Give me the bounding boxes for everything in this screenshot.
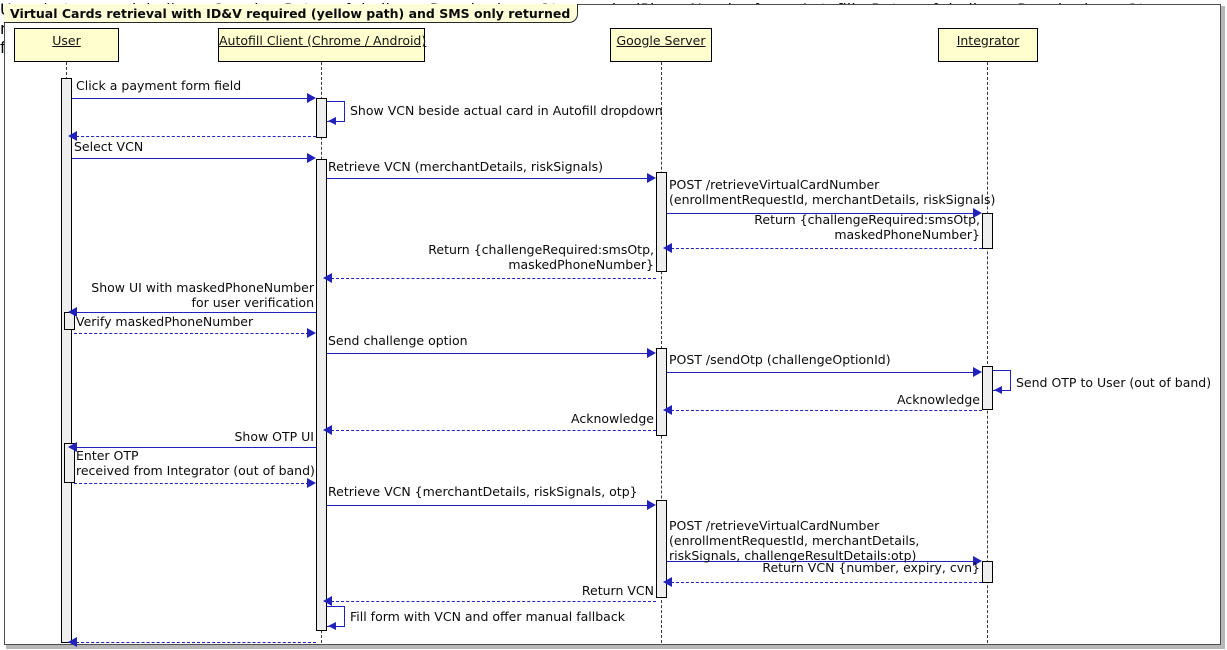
- participant-integrator[interactable]: Integrator: [938, 28, 1038, 62]
- activation-autofill-1: [316, 98, 327, 138]
- activation-autofill-2: [316, 159, 327, 631]
- participant-google-server[interactable]: Google Server: [610, 28, 712, 62]
- diagram-title: Virtual Cards retrieval with ID&V requir…: [4, 4, 579, 23]
- message-arrow-m7: [663, 243, 672, 253]
- message-selfloop-m22: [327, 606, 345, 627]
- message-line-m5: [327, 178, 649, 179]
- message-line-m21: [331, 601, 656, 602]
- message-arrow-m21: [323, 596, 332, 606]
- message-arrow-m12: [973, 367, 982, 377]
- message-arrow-m10: [307, 328, 316, 338]
- message-label-m7: Return {challengeRequired:smsOtp, masked…: [754, 212, 980, 242]
- message-arrow-m11: [647, 348, 656, 358]
- message-arrow-m3: [68, 131, 77, 141]
- message-line-m11: [327, 353, 649, 354]
- message-label-m17: Enter OTP received from Integrator (out …: [76, 448, 315, 478]
- message-selfloop-m13: [993, 370, 1011, 391]
- message-label-m5: Retrieve VCN (merchantDetails, riskSigna…: [328, 159, 603, 174]
- message-line-m18: [327, 505, 649, 506]
- message-line-m16: [76, 447, 316, 448]
- message-label-m11: Send challenge option: [328, 333, 468, 348]
- message-label-m15: Acknowledge: [571, 411, 654, 426]
- message-label-m22: Fill form with VCN and offer manual fall…: [350, 609, 625, 624]
- message-label-m18: Retrieve VCN {merchantDetails, riskSigna…: [328, 484, 638, 499]
- message-label-m14: Acknowledge: [897, 392, 980, 407]
- message-arrow-m4: [307, 153, 316, 163]
- message-arrow-m16: [68, 442, 77, 452]
- message-arrow-m6: [973, 208, 982, 218]
- participant-label-google: Google Server: [616, 33, 706, 48]
- message-label-m19: POST /retrieveVirtualCardNumber (enrollm…: [669, 518, 920, 563]
- message-arrow-m18: [647, 500, 656, 510]
- message-arrow-m22: [328, 622, 336, 630]
- message-label-m13: Send OTP to User (out of band): [1016, 375, 1212, 390]
- activation-integrator-1: [982, 213, 993, 249]
- message-arrow-m19: [973, 556, 982, 566]
- message-selfloop-m2: [327, 101, 345, 122]
- message-line-m17: [74, 483, 309, 484]
- message-arrow-m1: [307, 93, 316, 103]
- participant-user[interactable]: User: [14, 28, 119, 62]
- message-line-m14: [671, 410, 982, 411]
- message-arrow-m2: [328, 117, 336, 125]
- message-arrow-m20: [663, 577, 672, 587]
- message-arrow-m13: [994, 386, 1002, 394]
- message-line-m8: [331, 278, 656, 279]
- message-arrow-m14: [663, 405, 672, 415]
- activation-google-3: [656, 500, 667, 598]
- message-line-m1: [72, 98, 309, 99]
- message-line-m20: [671, 582, 982, 583]
- message-label-m4: Select VCN: [74, 139, 144, 154]
- message-line-m3: [76, 136, 316, 137]
- message-label-m9: Show UI with maskedPhoneNumber for user …: [91, 280, 314, 310]
- participant-label-user: User: [52, 33, 81, 48]
- message-line-m6: [667, 213, 975, 214]
- message-label-m12: POST /sendOtp (challengeOptionId): [669, 352, 891, 367]
- message-label-m20: Return VCN {number, expiry, cvn}: [762, 560, 980, 575]
- participant-autofill-client[interactable]: Autofill Client (Chrome / Android): [218, 28, 427, 62]
- activation-google-1: [656, 172, 667, 272]
- message-line-m10: [74, 333, 309, 334]
- message-line-m7: [671, 248, 982, 249]
- message-arrow-m15: [323, 425, 332, 435]
- message-label-m1: Click a payment form field: [76, 78, 242, 93]
- activation-user: [61, 78, 72, 643]
- message-line-m9: [76, 312, 316, 313]
- message-line-m23: [76, 642, 316, 643]
- activation-integrator-2: [982, 366, 993, 410]
- diagram-frame: [4, 4, 1221, 645]
- message-label-m16: Show OTP UI: [234, 429, 314, 444]
- message-arrow-m17: [307, 478, 316, 488]
- lifeline-integrator: [987, 62, 988, 643]
- activation-google-2: [656, 348, 667, 436]
- message-label-m10: Verify maskedPhoneNumber: [76, 314, 254, 329]
- message-label-m8: Return {challengeRequired:smsOtp, masked…: [428, 242, 654, 272]
- message-label-m2: Show VCN beside actual card in Autofill …: [350, 103, 663, 118]
- message-line-m4: [72, 158, 309, 159]
- message-label-m21: Return VCN: [581, 583, 654, 598]
- message-line-m12: [667, 372, 975, 373]
- message-line-m15: [331, 430, 656, 431]
- participant-label-autofill: Autofill Client (Chrome / Android): [219, 33, 427, 48]
- activation-integrator-3: [982, 561, 993, 583]
- message-line-m19: [667, 561, 975, 562]
- message-arrow-m5: [647, 173, 656, 183]
- message-arrow-m8: [323, 273, 332, 283]
- message-arrow-m23: [68, 637, 77, 647]
- message-label-m6: POST /retrieveVirtualCardNumber (enrollm…: [669, 177, 996, 207]
- participant-label-integrator: Integrator: [956, 33, 1020, 48]
- message-arrow-m9: [68, 307, 77, 317]
